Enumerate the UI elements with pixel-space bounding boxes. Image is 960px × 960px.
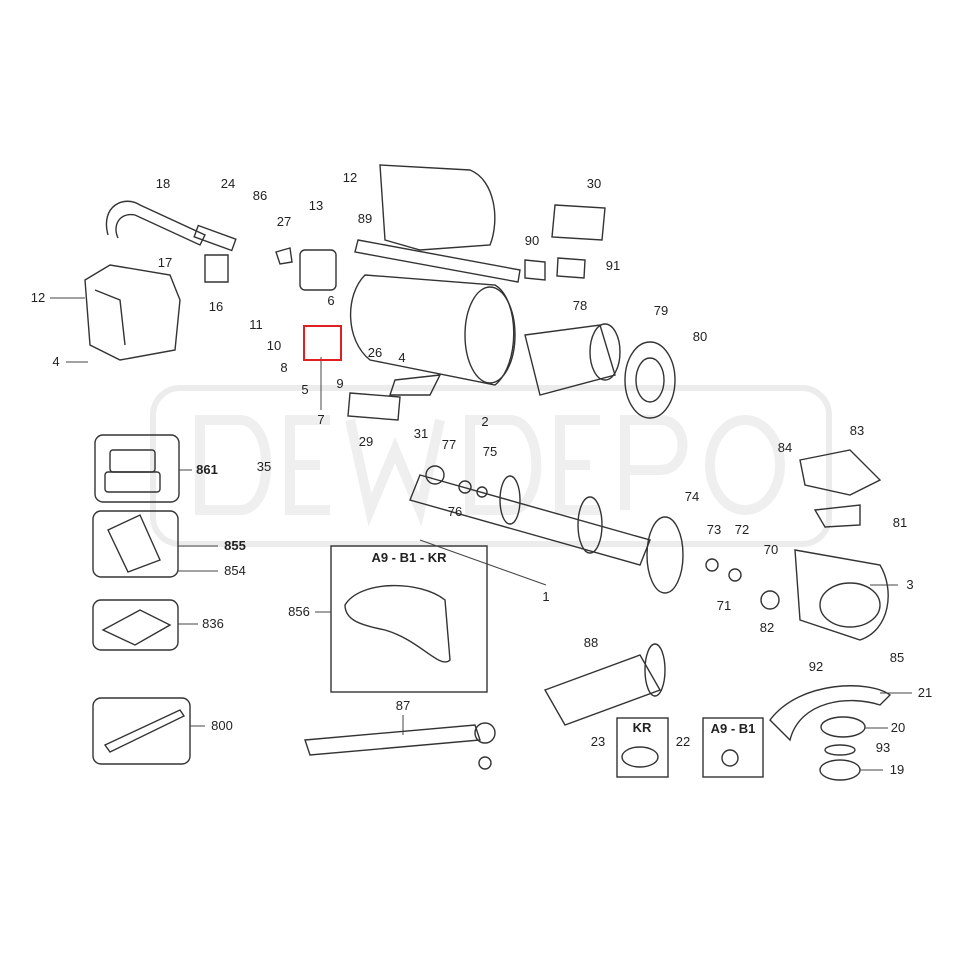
guard-kit-box (330, 545, 488, 693)
callout-label: 4 (52, 354, 60, 369)
part-gear-head (794, 549, 889, 641)
kit-box-800 (92, 697, 191, 765)
watermark-frame (150, 385, 832, 547)
part-handle-88 (543, 654, 662, 726)
callout-label: 836 (202, 616, 224, 631)
callout-label: 30 (586, 176, 602, 191)
part-gear-housing-top (379, 164, 496, 251)
callout-label: 855 (224, 538, 246, 553)
callout-label: 3 (906, 577, 914, 592)
callout-label: 70 (763, 542, 779, 557)
callout-label: 22 (675, 734, 691, 749)
callout-label: 72 (734, 522, 750, 537)
callout-label: 84 (777, 440, 793, 455)
callout-label: 76 (447, 504, 463, 519)
part-79 (624, 341, 676, 419)
part-74 (646, 516, 684, 594)
callout-label: 11 (249, 317, 263, 332)
callout-label: 93 (875, 740, 891, 755)
callout-label: 82 (759, 620, 775, 635)
callout-label: 35 (256, 459, 272, 474)
callout-label: 19 (889, 762, 905, 777)
callout-label: 86 (252, 188, 268, 203)
callout-label: 5 (301, 382, 309, 397)
callout-label: 78 (572, 298, 588, 313)
part-89 (354, 239, 521, 283)
callout-label: 2 (481, 414, 489, 429)
callout-label: 27 (276, 214, 292, 229)
callout-label: 74 (684, 489, 700, 504)
callout-label: 4 (398, 350, 406, 365)
callout-label: 18 (155, 176, 171, 191)
part-16 (204, 254, 229, 283)
callout-label: 71 (716, 598, 732, 613)
callout-label: 21 (917, 685, 933, 700)
callout-label: 88 (583, 635, 599, 650)
callout-label: 16 (208, 299, 224, 314)
kit-box-855 (92, 510, 179, 578)
callout-label: 13 (308, 198, 324, 213)
kr-box (616, 717, 669, 778)
kr-box-title: KR (632, 720, 652, 735)
part-31 (389, 374, 442, 396)
kit-box-836 (92, 599, 179, 651)
part-81 (813, 504, 861, 528)
part-switch (299, 249, 337, 291)
part-rear-cover (84, 264, 181, 361)
callout-label: 73 (706, 522, 722, 537)
callout-label: 800 (211, 718, 233, 733)
part-90 (524, 259, 546, 281)
callout-label: 77 (441, 437, 457, 452)
callout-label: 8 (280, 360, 288, 375)
part-field (524, 324, 616, 396)
callout-label: 26 (367, 345, 383, 360)
callout-label: 12 (342, 170, 358, 185)
a9-b1-box-title: A9 - B1 (710, 721, 756, 736)
part-91 (556, 257, 586, 279)
callout-label: 91 (605, 258, 621, 273)
callout-label: 80 (692, 329, 708, 344)
callout-label: 75 (482, 444, 498, 459)
part-83 (799, 449, 882, 496)
part-motor-housing (349, 274, 515, 386)
callout-label: 90 (524, 233, 540, 248)
kit-box-861 (94, 434, 180, 503)
callout-label: 85 (889, 650, 905, 665)
callout-label: 31 (413, 426, 429, 441)
callout-label: 7 (317, 412, 325, 427)
callout-label: 12 (30, 290, 46, 305)
callout-label: 79 (653, 303, 669, 318)
part-guard (769, 685, 892, 742)
callout-label: 6 (327, 293, 335, 308)
guard-kit-title: A9 - B1 - KR (371, 550, 447, 565)
callout-label: 856 (288, 604, 310, 619)
callout-label: 861 (196, 462, 218, 477)
callout-label: 24 (220, 176, 236, 191)
callout-label: 1 (542, 589, 550, 604)
callout-label: 23 (590, 734, 606, 749)
callout-label: 10 (266, 338, 282, 353)
callout-label: 87 (395, 698, 411, 713)
part-wrench (304, 724, 481, 756)
part-29 (347, 392, 401, 421)
callout-label: 81 (892, 515, 908, 530)
callout-label: 92 (808, 659, 824, 674)
part-30-label (551, 204, 606, 241)
callout-label: 20 (890, 720, 906, 735)
callout-label: 89 (357, 211, 373, 226)
part-armature (409, 474, 651, 566)
part-27 (275, 247, 293, 265)
callout-label: 29 (358, 434, 374, 449)
callout-label: 9 (336, 376, 344, 391)
part-side-handle-top (105, 200, 237, 252)
highlighted-part-7[interactable] (303, 325, 342, 361)
callout-label: 854 (224, 563, 246, 578)
callout-label: 83 (849, 423, 865, 438)
a9-b1-box (702, 717, 764, 778)
callout-label: 17 (157, 255, 173, 270)
